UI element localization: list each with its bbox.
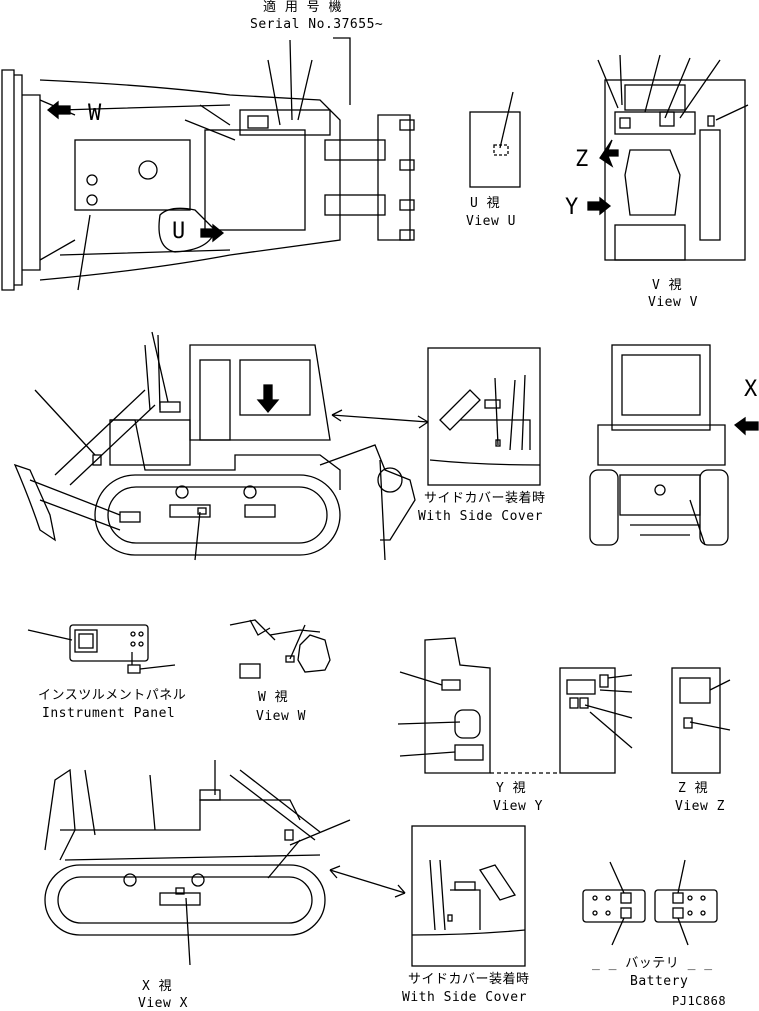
view-x-jp: X 視 (142, 979, 173, 994)
view-y-en: View Y (493, 799, 543, 814)
view-z-jp: Z 視 (678, 781, 709, 796)
view-u-jp: U 視 (470, 196, 501, 211)
view-w-en: View W (256, 709, 306, 724)
side-view-machine (13, 331, 416, 561)
side-cover-inset-2 (411, 825, 526, 967)
view-u-en: View U (466, 214, 516, 229)
instrument-panel-figure (27, 624, 176, 674)
view-u-figure (469, 91, 521, 188)
view-u-letter: U (172, 219, 186, 244)
double-arrow-2 (329, 865, 406, 898)
view-w-figure (229, 619, 331, 679)
view-v-jp: V 視 (652, 278, 683, 293)
view-w-jp: W 視 (258, 690, 289, 705)
view-x-letter: X (744, 377, 758, 402)
side-cover-1-jp: サイドカバー装着時 (424, 491, 546, 506)
side-cover-2-jp: サイドカバー装着時 (408, 972, 530, 987)
battery-figure (582, 859, 718, 946)
view-x-figure (589, 344, 759, 546)
view-v-en: View V (648, 295, 698, 310)
drawing-code: PJ1C868 (672, 994, 727, 1008)
view-x-en: View X (138, 996, 188, 1011)
serial-en-label: Serial No.37655~ (250, 17, 384, 32)
view-w-letter: W (88, 101, 102, 126)
side-cover-1-en: With Side Cover (418, 509, 543, 524)
double-arrow-1 (331, 409, 429, 429)
top-view-machine (1, 37, 415, 291)
view-y-figure (397, 637, 560, 774)
side-cover-2-en: With Side Cover (402, 990, 527, 1005)
serial-jp-label: 適 用 号 機 (263, 0, 342, 15)
instrument-panel-jp: インスツルメントパネル (38, 688, 187, 703)
view-y-letter: Y (565, 195, 579, 220)
view-z-figure (671, 667, 731, 774)
battery-en: Battery (630, 974, 689, 989)
bottom-side-view-machine (44, 760, 351, 966)
battery-jp: _ _ バッテリ _ _ (592, 956, 713, 971)
view-z-letter: Z (575, 147, 589, 172)
side-cover-inset-1 (427, 347, 541, 486)
instrument-panel-en: Instrument Panel (42, 706, 176, 721)
view-y-console (559, 667, 633, 774)
view-z-en: View Z (675, 799, 725, 814)
view-v-figure (587, 54, 749, 261)
view-y-jp: Y 視 (496, 781, 527, 796)
